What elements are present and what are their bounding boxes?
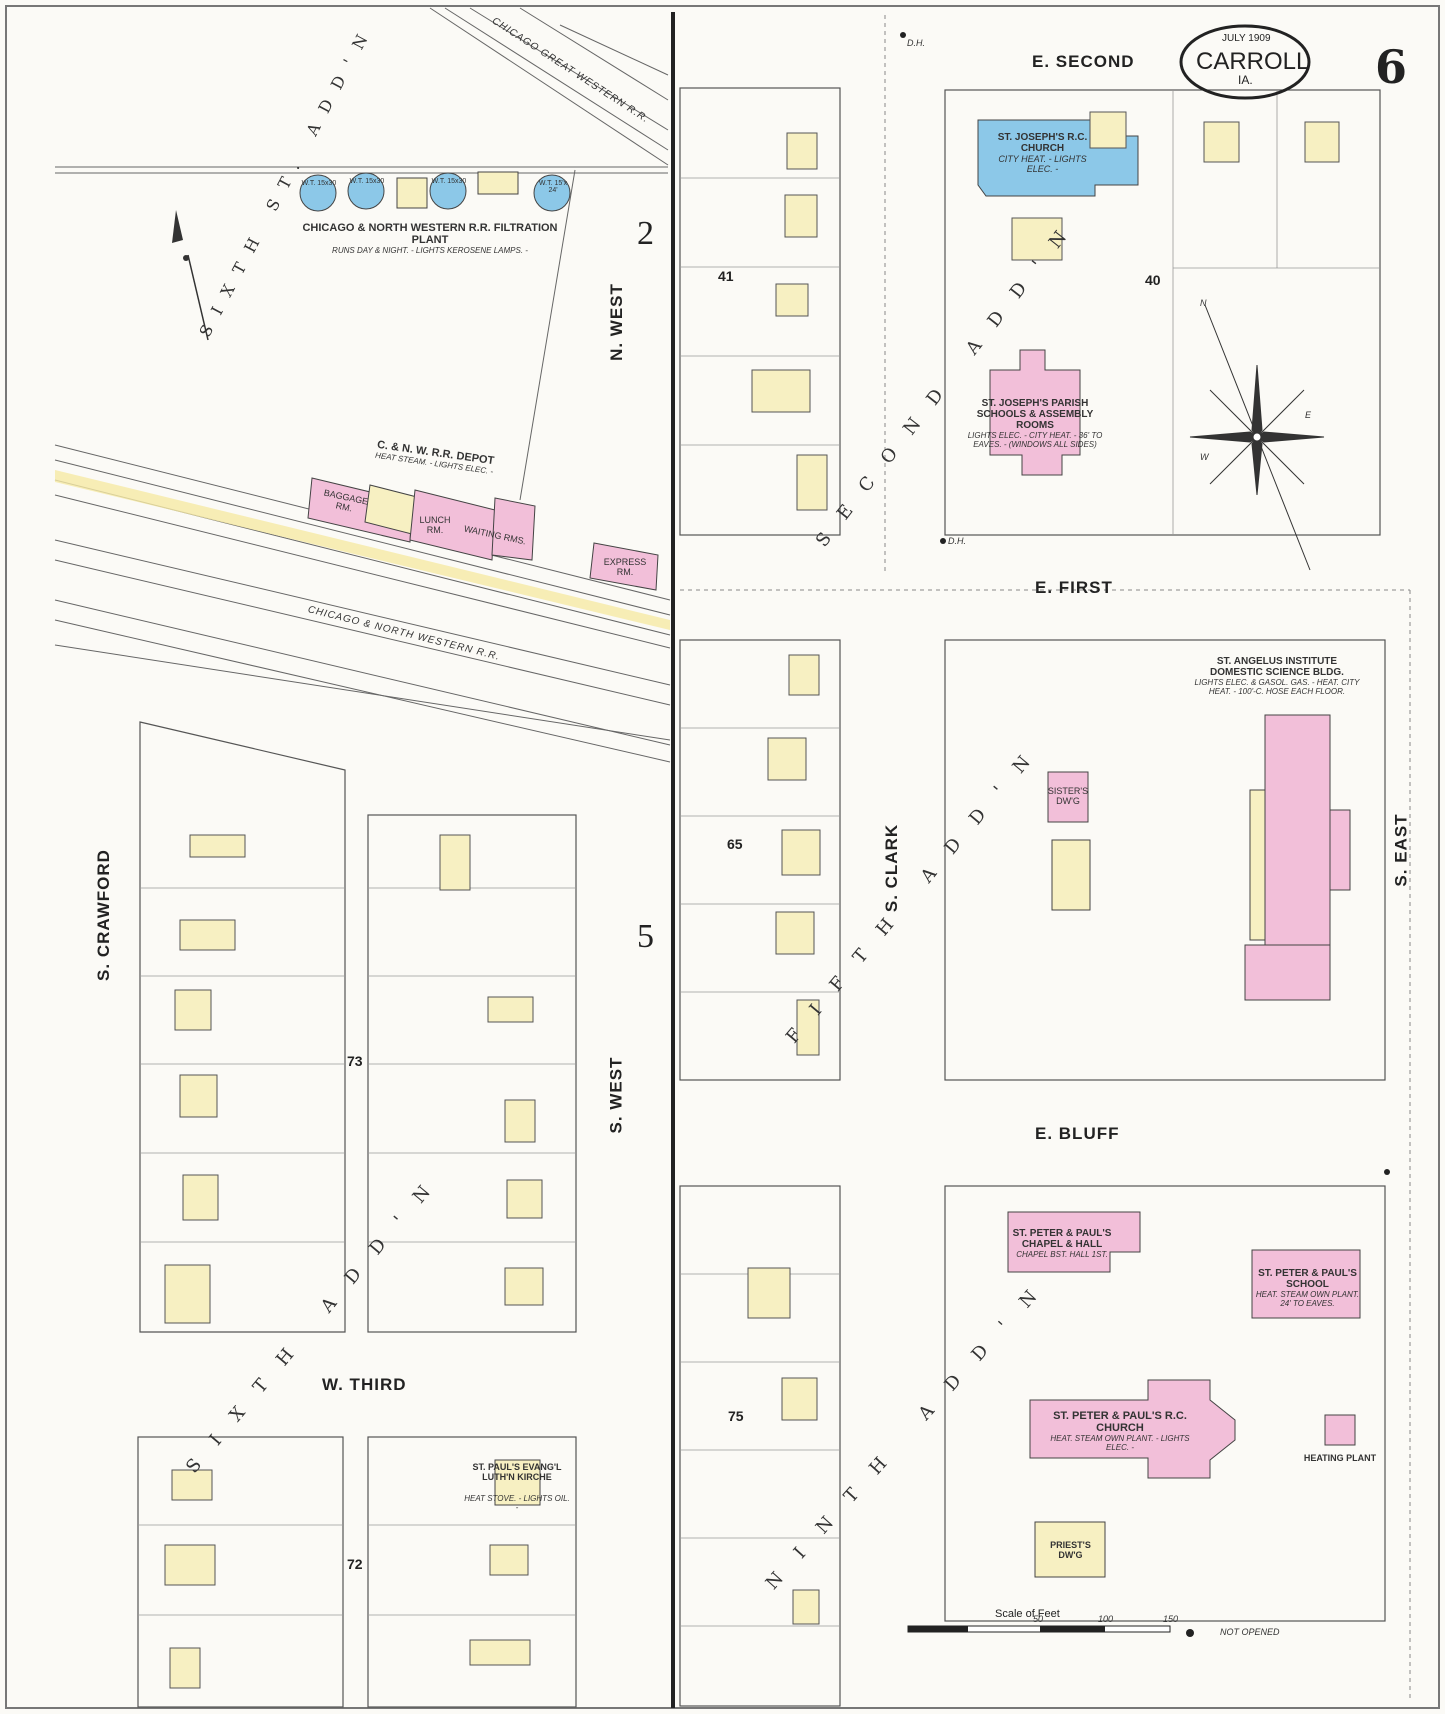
scale-tick-100: 100 [1098,1614,1114,1624]
dh-label-top: D.H. [907,38,925,48]
title-cartouche [1179,24,1311,100]
street-s-crawford: S. CRAWFORD [93,849,113,981]
block-73: 73 [347,1053,363,1069]
section-2: 2 [637,215,654,252]
compass-e: E [1305,410,1312,420]
lot-lines-right [1172,90,1380,535]
sheet-date: JULY 1909 [1222,33,1271,44]
scale-tick-50: 50 [1033,1614,1044,1624]
dh-label-mid: D.H. [948,536,966,546]
priest-dwelling-shape [1034,1521,1106,1578]
compass-n: N [1200,298,1207,308]
st-josephs-church-label: ST. JOSEPH'S R.C. CHURCH CITY HEAT. - LI… [997,132,1088,174]
tank-label-1: W.T. 15x30 [301,180,337,187]
scale-tick-150: 150 [1163,1614,1179,1624]
lutheran-church-label: ST. PAUL'S EVANG'L LUTH'N KIRCHE HEAT ST… [464,1462,570,1512]
lot-lines-center [680,177,840,1627]
block-outlines-center [679,87,841,1707]
block-41: 41 [718,268,734,284]
sisters-dwelling-label: SISTER'S DW'G [1047,786,1089,806]
dh-markers [900,32,1390,1175]
compass-w: W [1200,452,1209,462]
block-65: 65 [727,836,743,852]
street-e-second: E. SECOND [1032,52,1135,71]
water-tanks [299,171,571,212]
chapel-label: ST. PETER & PAUL'S CHAPEL & HALL CHAPEL … [1012,1228,1112,1259]
chapel-shape [1007,1211,1141,1273]
block-75: 75 [728,1408,744,1424]
north-arrow [172,210,209,341]
section-5: 5 [637,918,654,955]
priest-dwelling-label: PRIEST'S DW'G [1050,1540,1091,1560]
st-josephs-school-shape [989,349,1081,476]
sisters-dwelling-shape [1047,771,1091,911]
block-outlines-right [944,89,1386,1622]
tank-label-3: W.T. 15x30 [431,178,467,185]
platform [55,470,670,630]
school-shape [1251,1249,1361,1319]
street-e-bluff: E. BLUFF [1035,1124,1120,1143]
state-name: IA. [1238,73,1253,87]
tank-label-4: W.T. 15'x 24' [538,180,568,194]
block-outlines-left [137,721,577,1708]
cnw-tracks [54,444,671,763]
lutheran-church-shape [494,1459,541,1506]
dwellings [164,111,1340,1689]
church-label: ST. PETER & PAUL'S R.C. CHURCH HEAT. STE… [1050,1410,1190,1452]
town-name: CARROLL [1196,48,1310,75]
compass-rose [1189,304,1325,571]
st-josephs-school-label: ST. JOSEPH'S PARISH SCHOOLS & ASSEMBLY R… [967,398,1103,449]
block-72: 72 [347,1556,363,1572]
cgw-tracks [55,7,669,501]
heating-plant-label: HEATING PLANT [1303,1453,1377,1463]
block-40: 40 [1145,272,1161,288]
church-shape [1029,1379,1236,1479]
school-label: ST. PETER & PAUL'S SCHOOL HEAT. STEAM OW… [1255,1268,1360,1308]
scale-title: Scale of Feet [995,1608,1060,1620]
street-e-first: E. FIRST [1035,578,1113,597]
street-w-third: W. THIRD [322,1375,407,1394]
street-edges [680,15,1411,1700]
sheet-number: 6 [1375,40,1408,94]
angelus-label: ST. ANGELUS INSTITUTE DOMESTIC SCIENCE B… [1194,656,1360,696]
tank-label-2: W.T. 15x30 [349,178,385,185]
lunch-room-label: LUNCH RM. [419,515,451,535]
scale-bar [907,1625,1194,1637]
not-opened-label: NOT OPENED [1220,1627,1280,1637]
street-n-west: N. WEST [606,283,626,361]
lot-lines-left [138,887,576,1616]
express-room-label: EXPRESS RM. [603,557,647,577]
street-s-east: S. EAST [1391,813,1411,887]
street-s-west: S. WEST [606,1056,626,1134]
depot-buildings [307,477,659,591]
heating-plant-shape [1324,1414,1356,1446]
angelus-institute-shape [1244,714,1351,1001]
filtration-plant-label: CHICAGO & NORTH WESTERN R.R. FILTRATION … [302,222,558,255]
